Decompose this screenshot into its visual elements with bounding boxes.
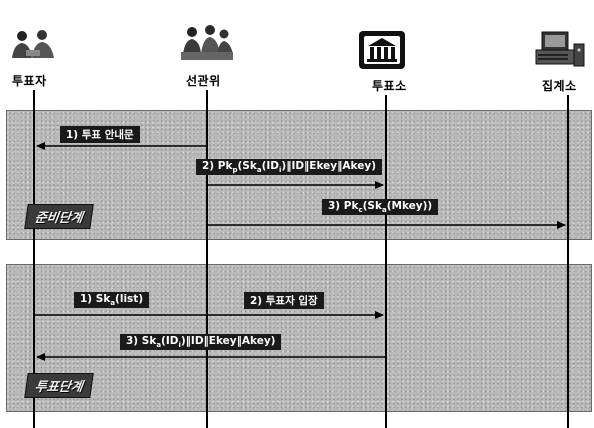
message-label-p2m2: 2) 투표자 입장 <box>244 292 324 309</box>
actor-label-counting-center: 집계소 <box>542 79 577 93</box>
message-label-p1m2: 2) Pkp(Ska(IDi)‖ID‖Ekey‖Akey) <box>196 159 382 176</box>
message-label-p2m3: 3) Ska(IDi)‖ID‖Ekey‖Akey) <box>120 334 282 351</box>
officials-meeting-icon <box>181 25 233 60</box>
actor-label-polling-station: 투표소 <box>372 79 407 93</box>
building-icon <box>359 31 405 69</box>
computer-terminal-icon <box>535 31 585 67</box>
actor-label-election-committee: 선관위 <box>186 74 221 88</box>
phase-tag-voting: 투표단계 <box>24 373 94 398</box>
people-icon <box>12 30 54 58</box>
message-label-p1m1: 1) 투표 안내문 <box>60 126 140 143</box>
actor-label-voter: 투표자 <box>12 74 47 88</box>
phase-tag-preparation: 준비단계 <box>24 204 94 229</box>
message-label-p1m3: 3) Pkc(Ska(Mkey)) <box>322 199 439 216</box>
message-label-p2m1: 1) Ska(list) <box>74 292 150 309</box>
phase-voting-box <box>6 264 592 412</box>
